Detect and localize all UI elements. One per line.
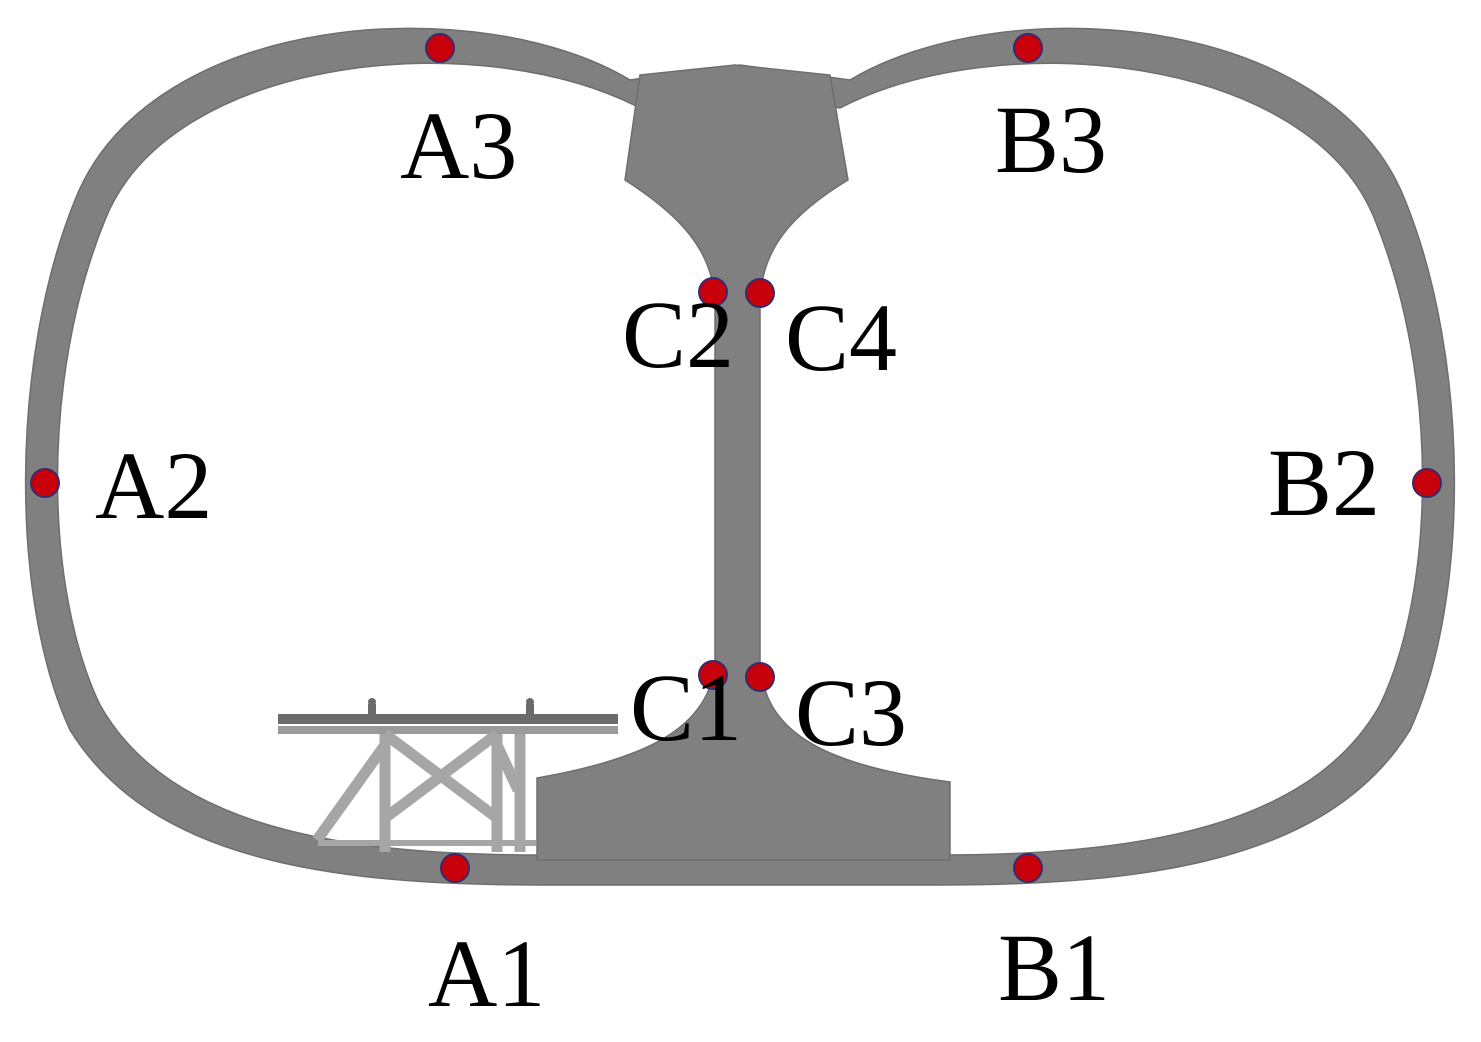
point-label-B1: B1: [998, 914, 1110, 1021]
point-label-A3: A3: [400, 92, 517, 199]
point-B2-marker: [1412, 468, 1442, 498]
point-C3-marker: [745, 662, 775, 692]
central-pillar: [536, 64, 951, 861]
point-labels: A1 A2 A3 B1 B2 B3 C1 C2 C3 C4: [95, 86, 1380, 1027]
point-label-C3: C3: [795, 659, 907, 766]
tunnel-lining: [24, 27, 1456, 886]
point-A1-marker: [440, 853, 470, 883]
point-C1-marker: [698, 660, 728, 690]
point-C4-marker: [745, 278, 775, 308]
measurement-points: [30, 33, 1442, 883]
point-label-B2: B2: [1268, 429, 1380, 536]
point-label-A2: A2: [95, 432, 212, 539]
point-C2-marker: [698, 277, 728, 307]
point-label-C1: C1: [630, 654, 742, 761]
point-A3-marker: [425, 33, 455, 63]
point-B1-marker: [1013, 853, 1043, 883]
point-label-B3: B3: [995, 86, 1107, 193]
point-label-A1: A1: [428, 920, 545, 1027]
point-label-C2: C2: [622, 281, 734, 388]
point-label-C4: C4: [785, 284, 897, 391]
point-A2-marker: [30, 468, 60, 498]
support-frame: [278, 698, 618, 852]
point-B3-marker: [1013, 33, 1043, 63]
